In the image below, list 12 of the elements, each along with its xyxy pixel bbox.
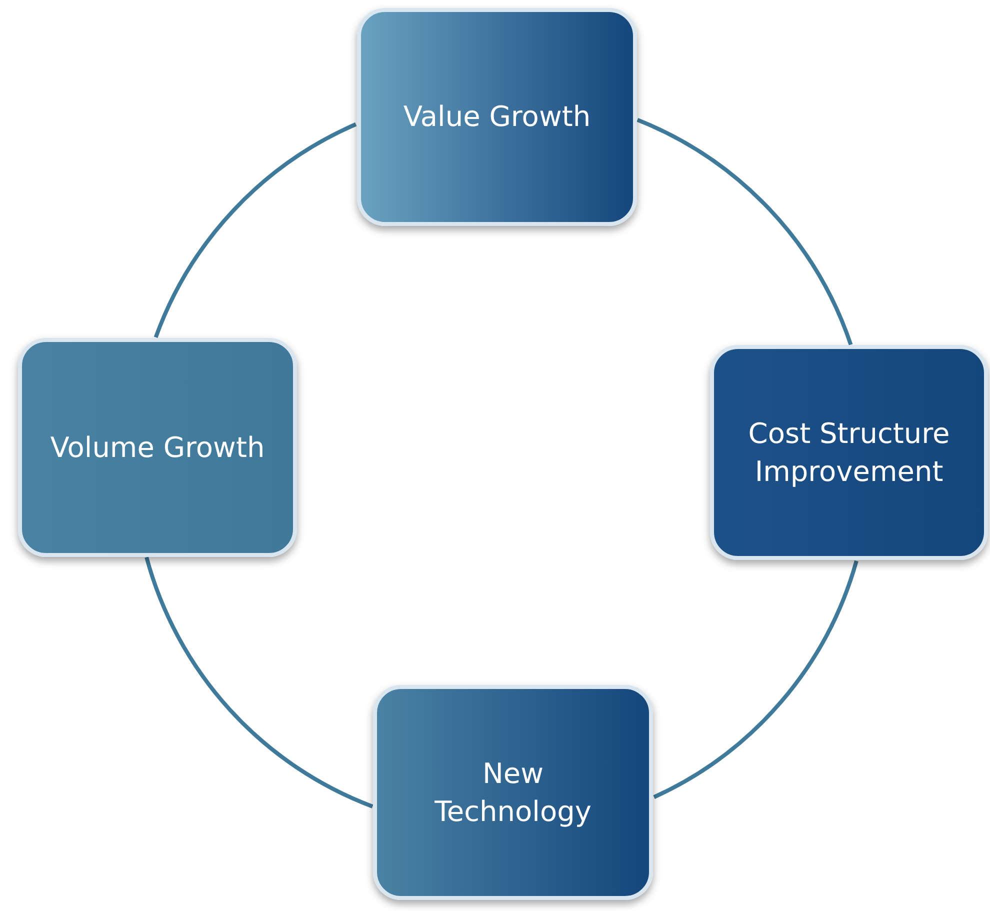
connector-arc [154,122,357,338]
connector-arc [653,560,858,799]
box-label: New Technology [434,756,592,830]
rounded-box [373,685,653,900]
box-label: Cost Structure Improvement [747,416,951,490]
rounded-box [357,8,637,226]
connector-arc [144,556,374,808]
rounded-box [18,338,297,557]
box-label: Value Growth [402,99,592,135]
rounded-box [710,345,988,560]
connector-arc [636,118,853,346]
box-label: Volume Growth [49,430,266,466]
